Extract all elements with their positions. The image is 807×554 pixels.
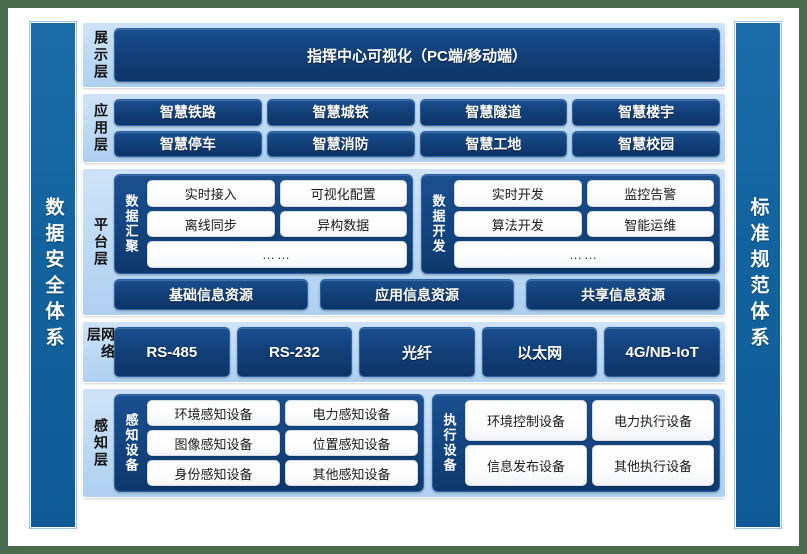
platform-layer-label: 平台层 — [93, 216, 109, 268]
execution-device-group: 执行设备 环境控制设备 电力执行设备 信息发布设备 其他执行设备 — [432, 394, 720, 492]
app-item-smart-campus[interactable]: 智慧校园 — [572, 130, 720, 157]
sensing-layer: 感知层 感知设备 环境感知设备 电力感知设备 图像感知设备 — [82, 388, 726, 498]
app-item-smart-parking[interactable]: 智慧停车 — [114, 130, 262, 157]
resource-application-information[interactable]: 应用信息资源 — [320, 279, 514, 310]
network-item-fiber[interactable]: 光纤 — [359, 327, 475, 377]
sensing-device-row-1: 环境感知设备 电力感知设备 — [147, 400, 419, 426]
standards-system-pillar: 标准规范体系 — [735, 22, 781, 528]
sensing-item-identity[interactable]: 身份感知设备 — [147, 460, 281, 486]
data-security-system-label: 数据安全体系 — [42, 197, 64, 353]
diagram-canvas: 数据安全体系 标准规范体系 展示层 指挥中心可视化（PC端/移动端） 应用层 智… — [8, 8, 799, 546]
data-development-row-2: 算法开发 智能运维 — [454, 210, 714, 238]
app-item-smart-building[interactable]: 智慧楼宇 — [572, 99, 720, 126]
display-layer-label: 展示层 — [93, 29, 109, 81]
sensing-groups: 感知设备 环境感知设备 电力感知设备 图像感知设备 位置感知设备 — [114, 394, 720, 492]
network-item-rs232[interactable]: RS-232 — [236, 327, 353, 377]
display-layer-body: 指挥中心可视化（PC端/移动端） — [114, 28, 720, 82]
data-aggregation-row-3: …… — [147, 241, 407, 269]
platform-layer-body: 数据汇聚 实时接入 可视化配置 离线同步 异构数据 …… — [114, 174, 720, 310]
application-layer-body: 智慧铁路 智慧城铁 智慧隧道 智慧楼宇 智慧停车 智慧消防 智慧工地 智慧校园 — [114, 99, 720, 157]
platform-item-visual-config[interactable]: 可视化配置 — [279, 180, 407, 207]
display-layer: 展示层 指挥中心可视化（PC端/移动端） — [82, 22, 726, 88]
app-item-smart-firefighting[interactable]: 智慧消防 — [266, 130, 415, 157]
platform-item-realtime-ingest[interactable]: 实时接入 — [147, 180, 275, 207]
execution-device-label: 执行设备 — [441, 413, 457, 473]
platform-item-heterogeneous-data[interactable]: 异构数据 — [279, 210, 407, 238]
network-item-rs485[interactable]: RS-485 — [114, 327, 230, 377]
execution-device-row-2: 信息发布设备 其他执行设备 — [465, 445, 714, 486]
data-aggregation-body: 实时接入 可视化配置 离线同步 异构数据 …… — [147, 180, 407, 269]
standards-system-label: 标准规范体系 — [747, 197, 769, 353]
app-item-smart-metro[interactable]: 智慧城铁 — [266, 99, 415, 126]
app-item-smart-tunnel[interactable]: 智慧隧道 — [419, 99, 568, 126]
execution-device-row-1: 环境控制设备 电力执行设备 — [465, 400, 714, 441]
command-center-visualization-banner[interactable]: 指挥中心可视化（PC端/移动端） — [114, 28, 720, 82]
network-item-ethernet[interactable]: 以太网 — [481, 327, 598, 377]
platform-item-algorithm-development[interactable]: 算法开发 — [454, 210, 582, 238]
data-aggregation-row-2: 离线同步 异构数据 — [147, 210, 407, 238]
resource-basic-information[interactable]: 基础信息资源 — [114, 279, 308, 310]
data-security-system-pillar: 数据安全体系 — [30, 22, 76, 528]
data-aggregation-row-1: 实时接入 可视化配置 — [147, 180, 407, 207]
platform-item-monitoring-alarm[interactable]: 监控告警 — [586, 180, 714, 207]
execution-item-power[interactable]: 电力执行设备 — [592, 400, 714, 441]
sensing-device-group: 感知设备 环境感知设备 电力感知设备 图像感知设备 位置感知设备 — [114, 394, 425, 492]
layer-stack: 展示层 指挥中心可视化（PC端/移动端） 应用层 智慧铁路 智慧城铁 智慧隧道 … — [82, 22, 726, 532]
sensing-item-image[interactable]: 图像感知设备 — [147, 430, 281, 456]
platform-item-development-more[interactable]: …… — [454, 241, 714, 269]
network-grid: RS-485 RS-232 光纤 以太网 4G/NB-IoT — [114, 327, 720, 377]
platform-layer: 平台层 数据汇聚 实时接入 可视化配置 离线同步 异 — [82, 168, 726, 316]
app-item-smart-railway[interactable]: 智慧铁路 — [114, 99, 262, 126]
sensing-item-location[interactable]: 位置感知设备 — [285, 430, 419, 456]
sensing-layer-label: 感知层 — [93, 417, 109, 469]
platform-groups: 数据汇聚 实时接入 可视化配置 离线同步 异构数据 …… — [114, 174, 720, 274]
sensing-item-environment[interactable]: 环境感知设备 — [147, 400, 281, 426]
platform-item-aggregation-more[interactable]: …… — [147, 241, 407, 269]
data-development-label: 数据开发 — [430, 194, 446, 254]
execution-item-other[interactable]: 其他执行设备 — [592, 445, 714, 486]
sensing-device-row-2: 图像感知设备 位置感知设备 — [147, 430, 419, 456]
sensing-device-label: 感知设备 — [123, 413, 139, 473]
app-item-smart-construction-site[interactable]: 智慧工地 — [419, 130, 568, 157]
application-layer: 应用层 智慧铁路 智慧城铁 智慧隧道 智慧楼宇 智慧停车 智慧消防 智慧工地 智… — [82, 93, 726, 163]
sensing-item-power[interactable]: 电力感知设备 — [285, 400, 419, 426]
sensing-device-body: 环境感知设备 电力感知设备 图像感知设备 位置感知设备 身份感知设备 其他感知设… — [147, 400, 419, 486]
data-development-group: 数据开发 实时开发 监控告警 算法开发 智能运维 …… — [421, 174, 720, 274]
execution-item-environment-control[interactable]: 环境控制设备 — [465, 400, 588, 441]
platform-item-offline-sync[interactable]: 离线同步 — [147, 210, 275, 238]
data-aggregation-label: 数据汇聚 — [123, 194, 139, 254]
platform-item-intelligent-ops[interactable]: 智能运维 — [586, 210, 714, 238]
network-item-4g-nbiot[interactable]: 4G/NB-IoT — [604, 327, 720, 377]
network-layer-body: RS-485 RS-232 光纤 以太网 4G/NB-IoT — [114, 327, 720, 377]
network-layer: 网络层 RS-485 RS-232 光纤 以太网 4G/NB-IoT — [82, 321, 726, 383]
data-development-row-3: …… — [454, 241, 714, 269]
sensing-layer-body: 感知设备 环境感知设备 电力感知设备 图像感知设备 位置感知设备 — [114, 394, 720, 492]
data-development-body: 实时开发 监控告警 算法开发 智能运维 …… — [454, 180, 714, 269]
information-resources-row: 基础信息资源 应用信息资源 共享信息资源 — [114, 279, 720, 310]
resource-shared-information[interactable]: 共享信息资源 — [526, 279, 720, 310]
network-layer-label: 网络层 — [86, 327, 116, 361]
platform-item-realtime-development[interactable]: 实时开发 — [454, 180, 582, 207]
sensing-item-other[interactable]: 其他感知设备 — [285, 460, 419, 486]
application-grid: 智慧铁路 智慧城铁 智慧隧道 智慧楼宇 智慧停车 智慧消防 智慧工地 智慧校园 — [114, 99, 720, 157]
sensing-device-row-3: 身份感知设备 其他感知设备 — [147, 460, 419, 486]
execution-item-information-release[interactable]: 信息发布设备 — [465, 445, 588, 486]
execution-device-body: 环境控制设备 电力执行设备 信息发布设备 其他执行设备 — [465, 400, 714, 486]
data-aggregation-group: 数据汇聚 实时接入 可视化配置 离线同步 异构数据 …… — [114, 174, 413, 274]
data-development-row-1: 实时开发 监控告警 — [454, 180, 714, 207]
application-layer-label: 应用层 — [93, 102, 109, 154]
